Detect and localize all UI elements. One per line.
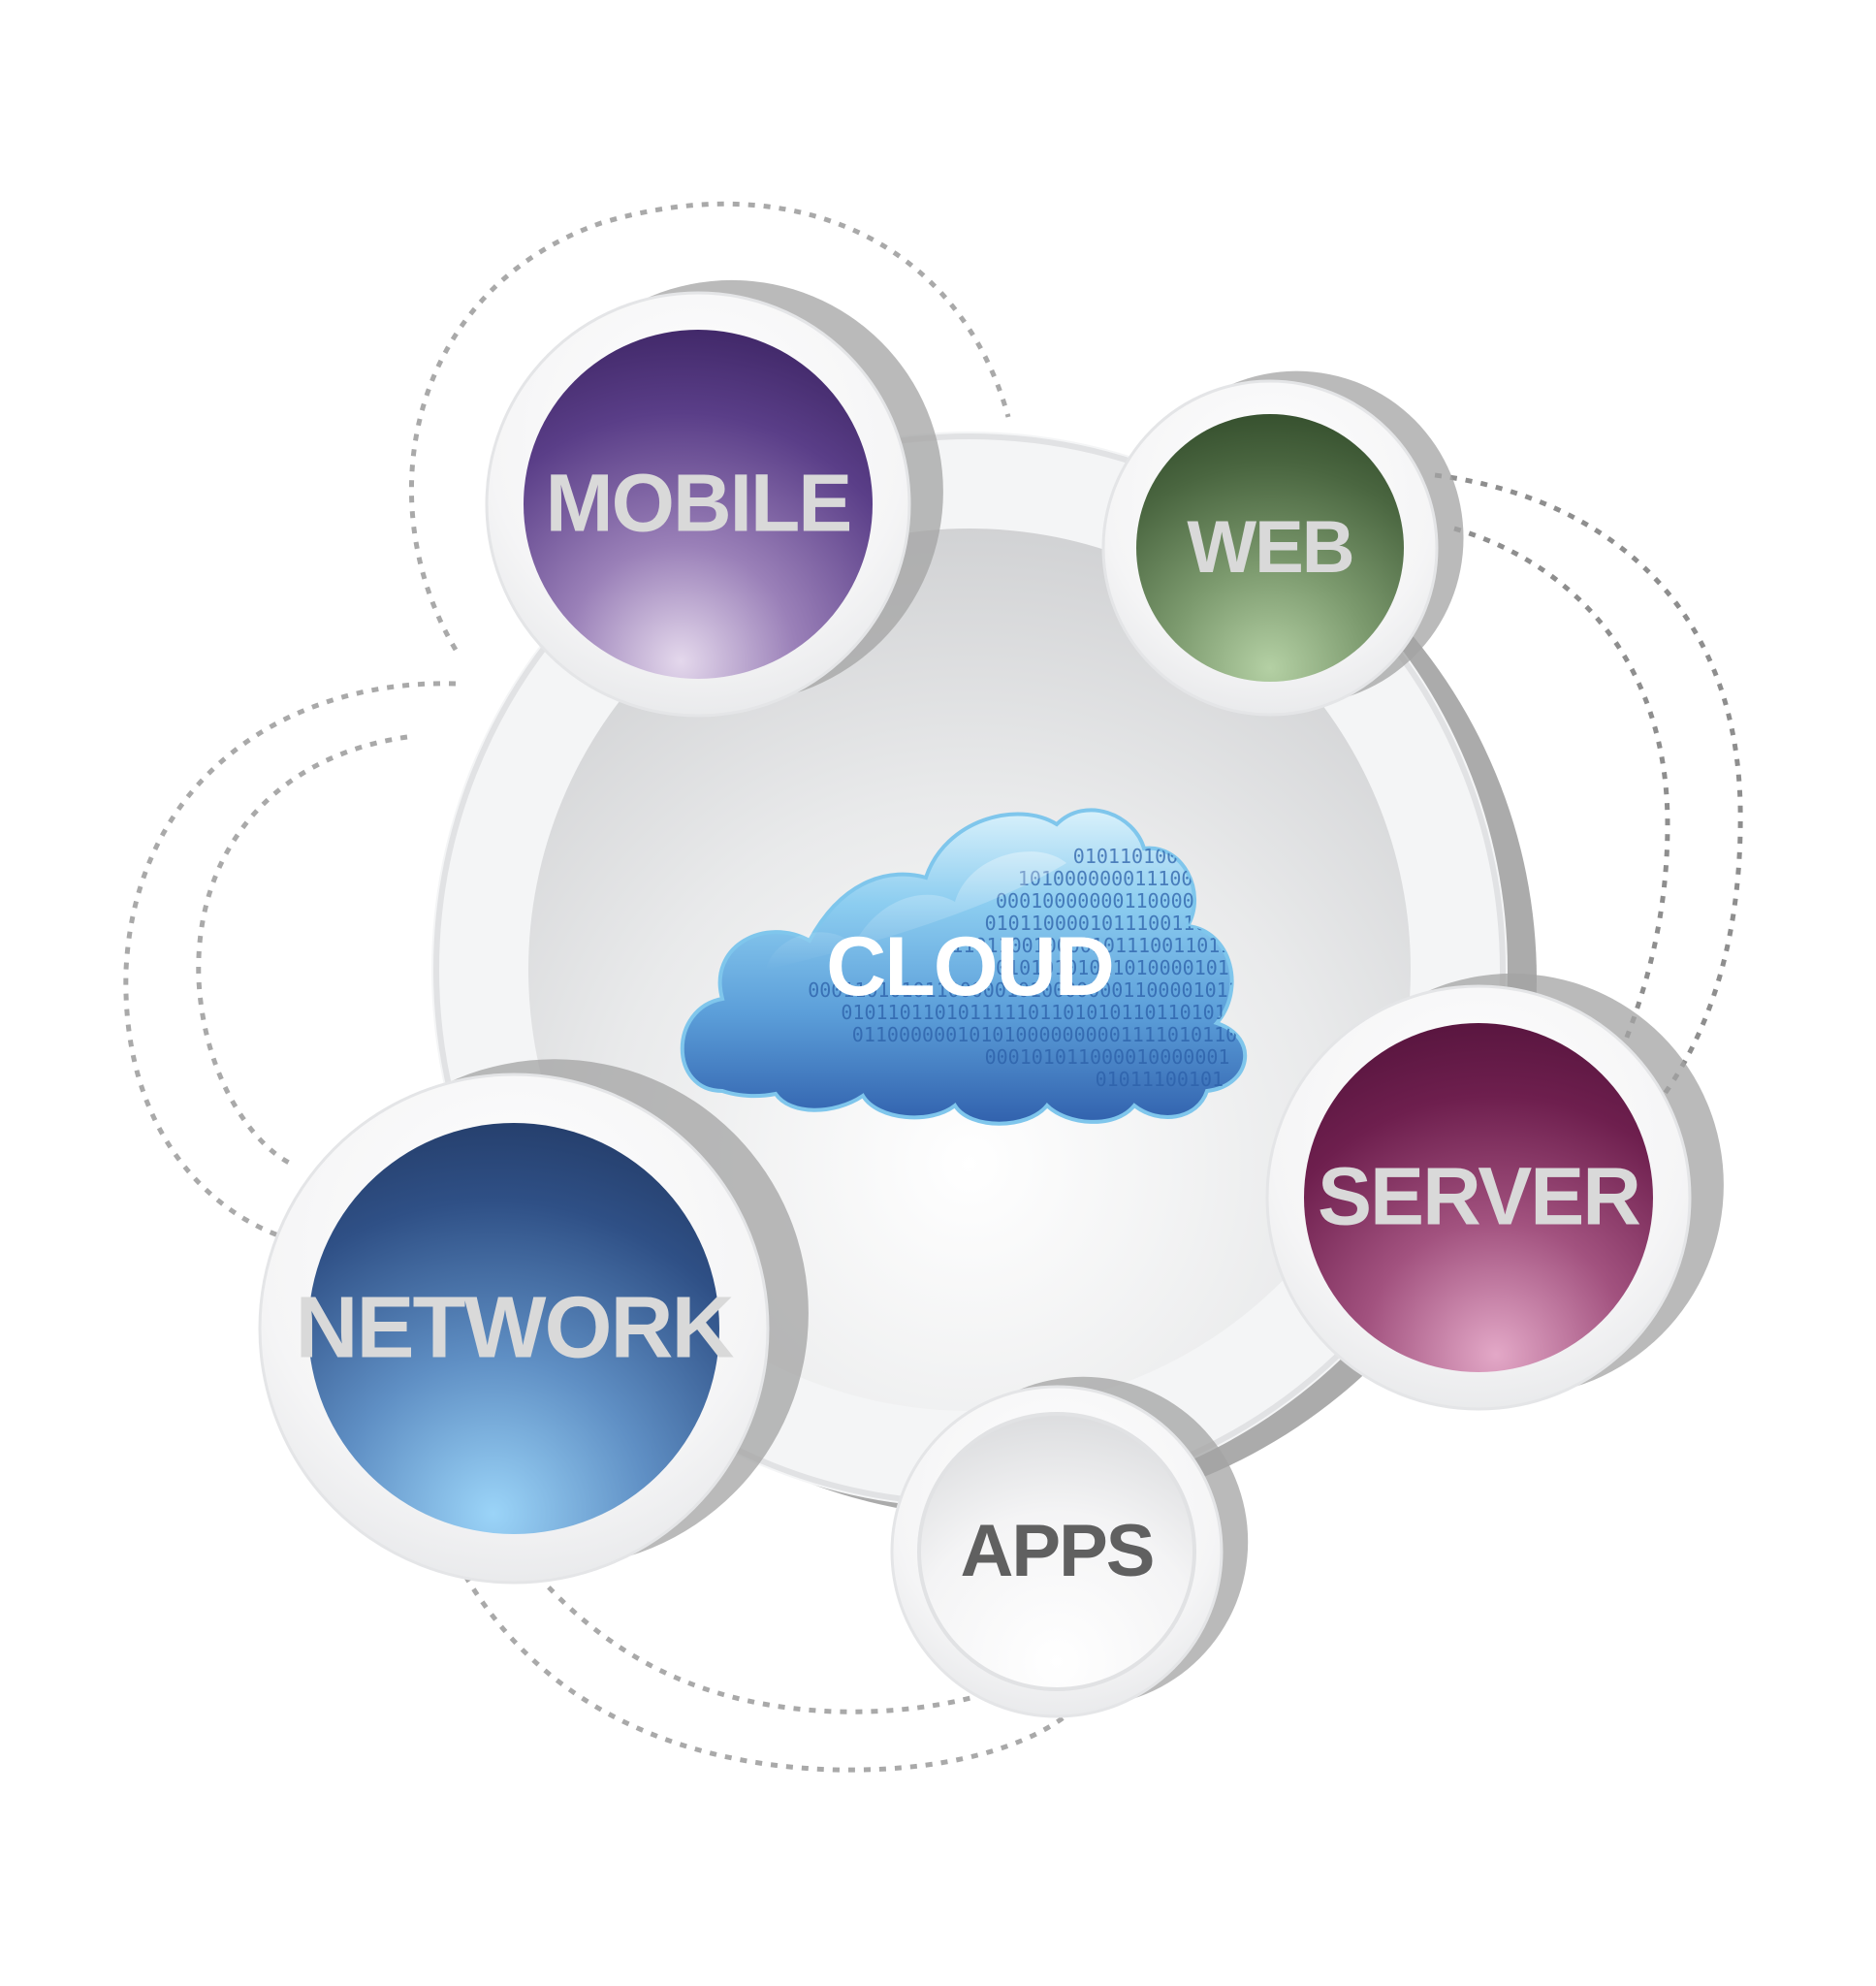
cloud-binary-line: 010110000101110011011	[985, 912, 1230, 935]
cloud-binary-line: 000101011000010000001	[985, 1045, 1230, 1069]
cloud-binary-line: 00010000000110000101	[996, 889, 1229, 913]
node-server: SERVER	[1265, 973, 1724, 1411]
node-web-label: WEB	[1187, 506, 1352, 589]
dashed-line-left-inner	[196, 734, 408, 1167]
cloud-binary-line: 110110010000101110011011	[951, 934, 1231, 957]
dashed-line-top	[409, 201, 1011, 652]
node-web: WEB	[1101, 370, 1464, 717]
cloud-label: CLOUD	[826, 920, 1113, 1013]
node-mobile-core	[524, 330, 873, 679]
dashed-line-right-inner	[1453, 526, 1670, 1058]
node-buttons: MOBILE WEB SERVER APPS NETWORK	[258, 279, 1724, 1718]
node-apps-label: APPS	[961, 1510, 1154, 1592]
cloud-binary-line: 01010101011010000101	[996, 956, 1229, 979]
cloud-shape: 0101101000000101000000011100110000100000…	[680, 808, 1248, 1126]
cloud-binary-pattern: 0101101000000101000000011100110000100000…	[808, 845, 1240, 1091]
node-network-core	[308, 1123, 719, 1534]
cloud-binary-line: 0101101101011111011010101101101011	[841, 1001, 1237, 1024]
node-apps: APPS	[890, 1376, 1249, 1718]
cloud-binary-line: 01011100101	[1096, 1068, 1224, 1091]
cloud-binary-line: 011000000101010000000001111010110	[852, 1023, 1237, 1046]
dashed-line-bottom-outer	[462, 1574, 1078, 1773]
dashed-line-left-outer	[123, 681, 457, 1239]
dashed-line-right-outer	[1434, 472, 1743, 1117]
node-mobile: MOBILE	[485, 279, 943, 718]
node-network: NETWORK	[258, 1059, 809, 1585]
cloud-highlight	[766, 851, 1066, 970]
cloud-binary-line: 0001101010110000010100000001100001011	[808, 978, 1240, 1002]
node-apps-core	[917, 1412, 1196, 1691]
node-server-core	[1304, 1023, 1653, 1372]
node-network-label: NETWORK	[296, 1280, 735, 1377]
node-server-label: SERVER	[1318, 1151, 1639, 1242]
node-mobile-label: MOBILE	[546, 458, 851, 549]
node-web-core	[1136, 414, 1404, 682]
